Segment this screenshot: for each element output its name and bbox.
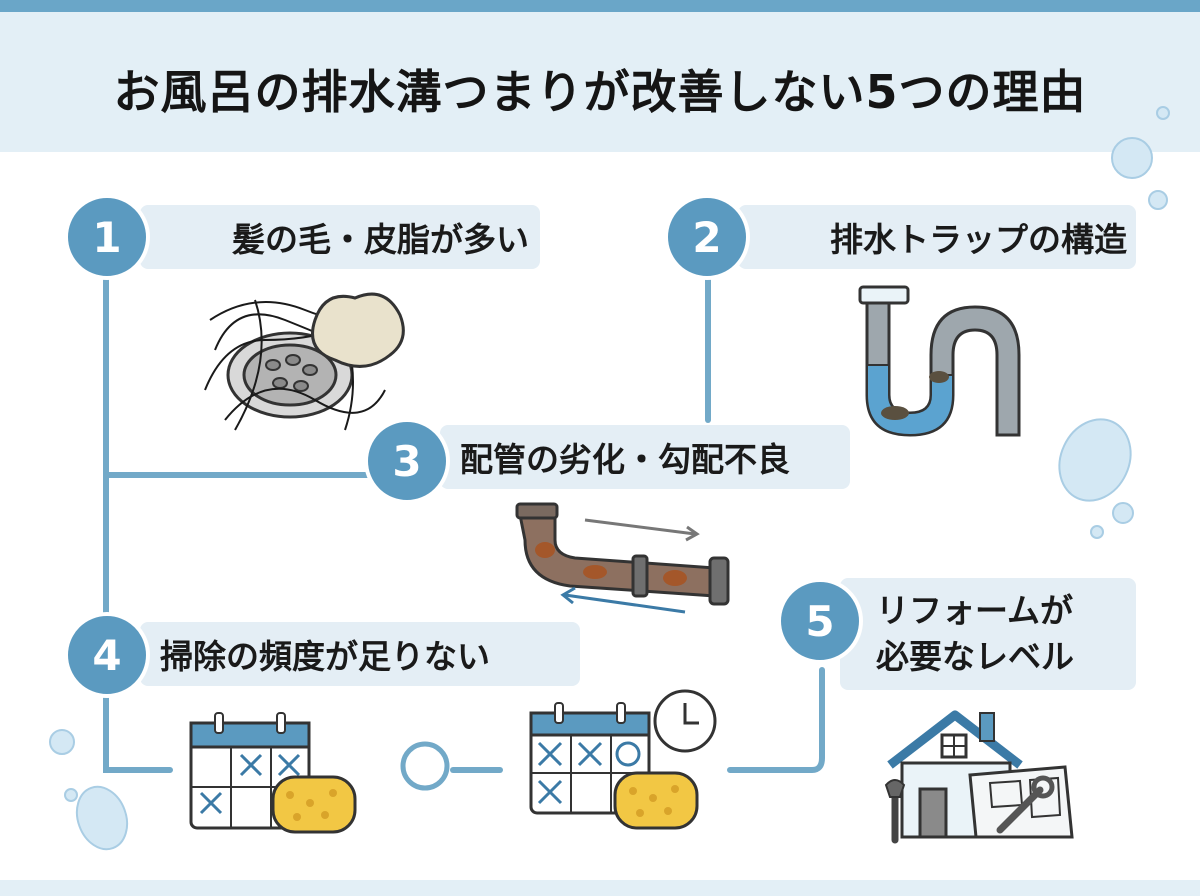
drain-trap-icon — [858, 285, 1021, 437]
reason-2-badge: 2 — [664, 194, 750, 280]
reason-5-label-line1: リフォームが — [876, 591, 1074, 630]
reason-1-badge: 1 — [64, 194, 150, 280]
reason-3-label: 配管の劣化・勾配不良 — [460, 440, 790, 479]
hair-drain-icon — [204, 292, 405, 431]
title-header — [0, 12, 1200, 152]
reason-5-label-box: リフォームが 必要なレベル — [840, 578, 1136, 690]
reason-1-label-box: 髪の毛・皮脂が多い — [140, 205, 540, 269]
reason-5-badge: 5 — [777, 578, 863, 664]
calendar-clock-sponge-icon — [529, 689, 717, 830]
connector-5 — [727, 667, 825, 773]
calendar-sponge-icon — [189, 712, 357, 834]
house-renovation-icon — [884, 710, 1074, 844]
connector-1-4 — [103, 257, 173, 773]
reason-4-label: 掃除の頻度が足りない — [160, 637, 490, 676]
rusty-pipe-icon — [515, 502, 730, 614]
reason-2-label: 排水トラップの構造 — [830, 220, 1127, 259]
reason-1-label: 髪の毛・皮脂が多い — [232, 220, 529, 259]
reason-4-label-box: 掃除の頻度が足りない — [140, 622, 580, 686]
reason-2-label-box: 排水トラップの構造 — [738, 205, 1136, 269]
connector-node — [400, 741, 450, 791]
reason-4-badge: 4 — [64, 612, 150, 698]
reason-5-label-line2: 必要なレベル — [876, 637, 1074, 676]
reason-3-label-box: 配管の劣化・勾配不良 — [440, 425, 850, 489]
reason-3-badge: 3 — [364, 418, 450, 504]
page-title: お風呂の排水溝つまりが改善しない5つの理由 — [113, 65, 1087, 119]
top-accent-bar — [0, 0, 1200, 12]
bottom-bar — [0, 880, 1200, 896]
